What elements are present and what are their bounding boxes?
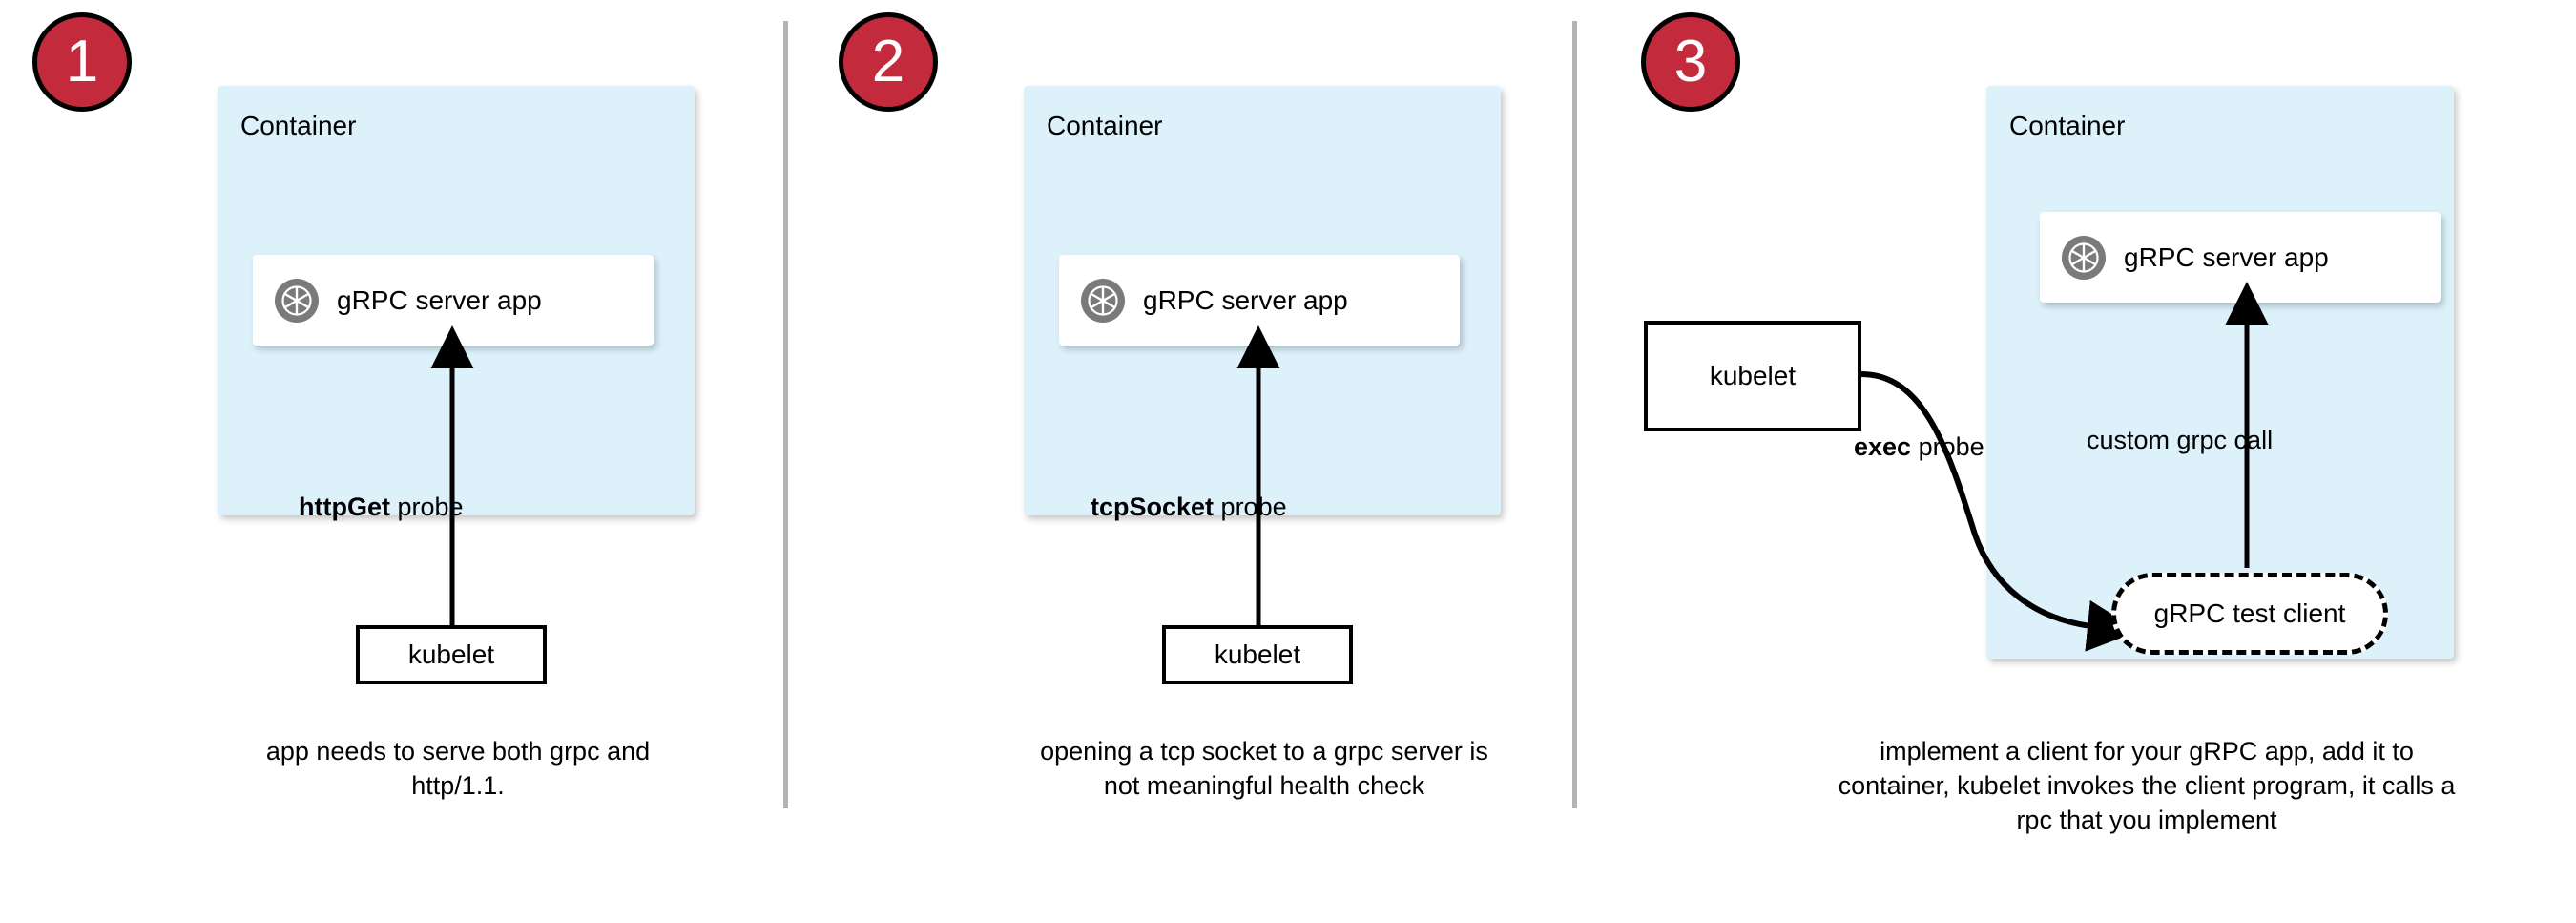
panel-exec-probe: 3 Container — [1574, 0, 2576, 923]
grpc-server-app-card: gRPC server app — [2040, 212, 2441, 303]
probe-name: exec — [1854, 432, 1912, 461]
panel-divider-2 — [1572, 21, 1577, 808]
grpc-server-app-label: gRPC server app — [1143, 284, 1348, 315]
panel-httpget-probe: 1 Container — [0, 0, 785, 923]
grpc-test-client-label: gRPC test client — [2153, 598, 2346, 628]
kubelet-box: kubelet — [1162, 625, 1353, 684]
container-label: Container — [2009, 111, 2126, 140]
kubelet-box: kubelet — [1644, 321, 1861, 431]
grpc-aperture-icon — [2061, 235, 2107, 281]
step-number: 3 — [1673, 29, 1708, 94]
probe-edge-label: httpGet probe — [299, 494, 464, 520]
panel-caption: opening a tcp socket to a grpc server is… — [1040, 737, 1488, 800]
step-badge-2: 2 — [839, 12, 938, 112]
grpc-server-app-card: gRPC server app — [253, 255, 654, 346]
step-number: 1 — [65, 29, 99, 94]
container-label: Container — [240, 111, 357, 140]
step-badge-1: 1 — [32, 12, 132, 112]
panel-caption: app needs to serve both grpc and http/1.… — [265, 737, 651, 800]
kubelet-label: kubelet — [407, 640, 495, 669]
panel-caption: implement a client for your gRPC app, ad… — [1838, 737, 2456, 834]
panel-tcpsocket-probe: 2 Container — [785, 0, 1574, 923]
step-badge-3: 3 — [1641, 12, 1740, 112]
grpc-server-app-label: gRPC server app — [2124, 241, 2329, 272]
grpc-aperture-icon — [1080, 278, 1126, 324]
grpc-aperture-icon — [274, 278, 320, 324]
probe-name: tcpSocket — [1091, 493, 1215, 521]
panel-divider-1 — [783, 21, 788, 808]
step-number: 2 — [871, 29, 905, 94]
kubelet-box: kubelet — [356, 625, 547, 684]
grpc-server-app-card: gRPC server app — [1059, 255, 1460, 346]
grpc-test-client-box: gRPC test client — [2111, 573, 2388, 655]
kubelet-label: kubelet — [1709, 361, 1797, 390]
grpc-server-app-label: gRPC server app — [337, 284, 542, 315]
custom-grpc-call-label: custom grpc call — [2087, 426, 2274, 454]
probe-suffix: probe — [1911, 432, 1984, 461]
probe-name: httpGet — [299, 493, 390, 521]
container-label: Container — [1047, 111, 1163, 140]
probe-suffix: probe — [389, 493, 464, 521]
probe-edge-label: exec probe — [1854, 434, 1984, 460]
kubelet-label: kubelet — [1214, 640, 1301, 669]
probe-edge-label: tcpSocket probe — [1091, 494, 1287, 520]
probe-suffix: probe — [1214, 493, 1287, 521]
